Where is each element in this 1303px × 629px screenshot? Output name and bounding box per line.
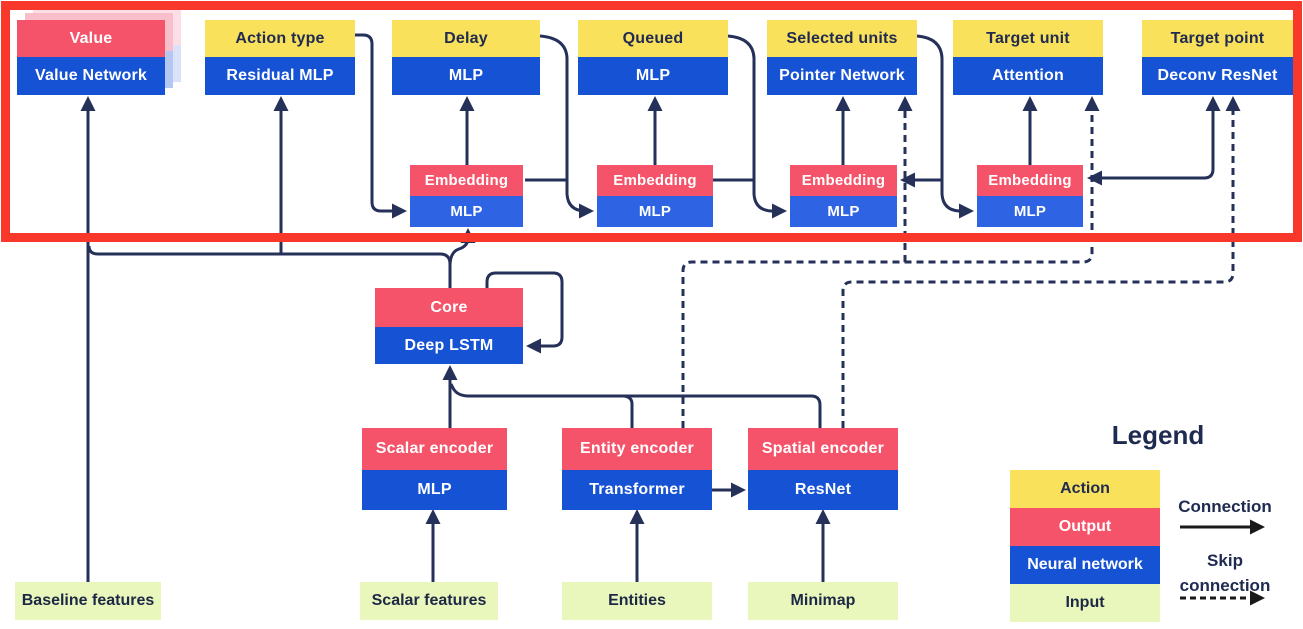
embedding2-mlp-label: MLP [597,196,713,227]
embedding2-label: Embedding [597,165,713,196]
node-scalar-encoder: Scalar encoder MLP [362,428,507,510]
target-unit-label: Target unit [953,20,1103,57]
node-delay: Delay MLP [392,20,540,95]
skip-entity-to-attention [681,96,1100,428]
legend-item-input: Input [1010,584,1160,622]
node-value: Value Value Network [17,20,165,95]
solid-connections [80,33,1221,582]
entity-encoder-label: Entity encoder [562,428,712,470]
conn-queued-to-embedding3 [727,34,787,219]
embedding3-mlp-label: MLP [790,196,897,227]
conn-lstm-recurrent-loop [485,271,564,354]
conn-delay-to-embedding2 [539,34,594,219]
conn-entity-join-bus [623,394,634,428]
skip-spatial-to-deconv-resnet [841,96,1241,428]
conn-embedding4-to-deconv-resnet [1087,96,1221,186]
node-spatial-encoder: Spatial encoder ResNet [748,428,898,510]
legend-item-neural-network: Neural network [1010,546,1160,584]
scalar-encoder-mlp-label: MLP [362,470,507,510]
deep-lstm-label: Deep LSTM [375,327,523,364]
conn-core-output-bus [87,245,452,288]
deconv-resnet-label: Deconv ResNet [1142,57,1293,95]
embedding4-mlp-label: MLP [977,196,1083,227]
transformer-label: Transformer [562,470,712,510]
input-scalar-features: Scalar features [360,582,498,620]
node-target-unit: Target unit Attention [953,20,1103,95]
embedding1-mlp-label: MLP [410,196,523,227]
conn-action-type-to-embedding1 [355,33,407,219]
input-entities: Entities [562,582,712,620]
node-selected-units: Selected units Pointer Network [767,20,917,95]
legend-skip-connection-label: Skip connection [1179,551,1271,595]
queued-label: Queued [578,20,728,57]
target-point-label: Target point [1142,20,1293,57]
legend-item-output: Output [1010,508,1160,546]
legend-title: Legend [1111,420,1205,450]
legend-connection-label: Connection [1178,497,1272,516]
node-target-point: Target point Deconv ResNet [1142,20,1293,95]
input-minimap: Minimap [748,582,898,620]
legend-item-action: Action [1010,470,1160,508]
attention-label: Attention [953,57,1103,95]
queued-mlp-label: MLP [578,57,728,95]
conn-selected-units-to-embedding4 [916,34,974,219]
delay-label: Delay [392,20,540,57]
node-embedding-4: Embedding MLP [977,165,1083,227]
embedding1-label: Embedding [410,165,523,196]
resnet-label: ResNet [748,470,898,510]
embedding3-label: Embedding [790,165,897,196]
selected-units-label: Selected units [767,20,917,57]
skip-connections [681,96,1241,428]
value-network-label: Value Network [17,57,165,95]
residual-mlp-label: Residual MLP [205,57,355,95]
node-embedding-2: Embedding MLP [597,165,713,227]
core-label: Core [375,288,523,327]
pointer-network-label: Pointer Network [767,57,917,95]
embedding4-label: Embedding [977,165,1083,196]
legend-arrows [1180,519,1265,606]
node-entity-encoder: Entity encoder Transformer [562,428,712,510]
spatial-encoder-label: Spatial encoder [748,428,898,470]
scalar-encoder-label: Scalar encoder [362,428,507,470]
node-core: Core Deep LSTM [375,288,523,364]
input-baseline-features: Baseline features [15,582,161,620]
action-type-label: Action type [205,20,355,57]
node-embedding-1: Embedding MLP [410,165,523,227]
delay-mlp-label: MLP [392,57,540,95]
node-embedding-3: Embedding MLP [790,165,897,227]
conn-core-to-embedding1 [448,228,476,288]
conn-encoder-bus [449,383,822,428]
value-output-label: Value [17,20,165,57]
node-queued: Queued MLP [578,20,728,95]
node-action-type: Action type Residual MLP [205,20,355,95]
